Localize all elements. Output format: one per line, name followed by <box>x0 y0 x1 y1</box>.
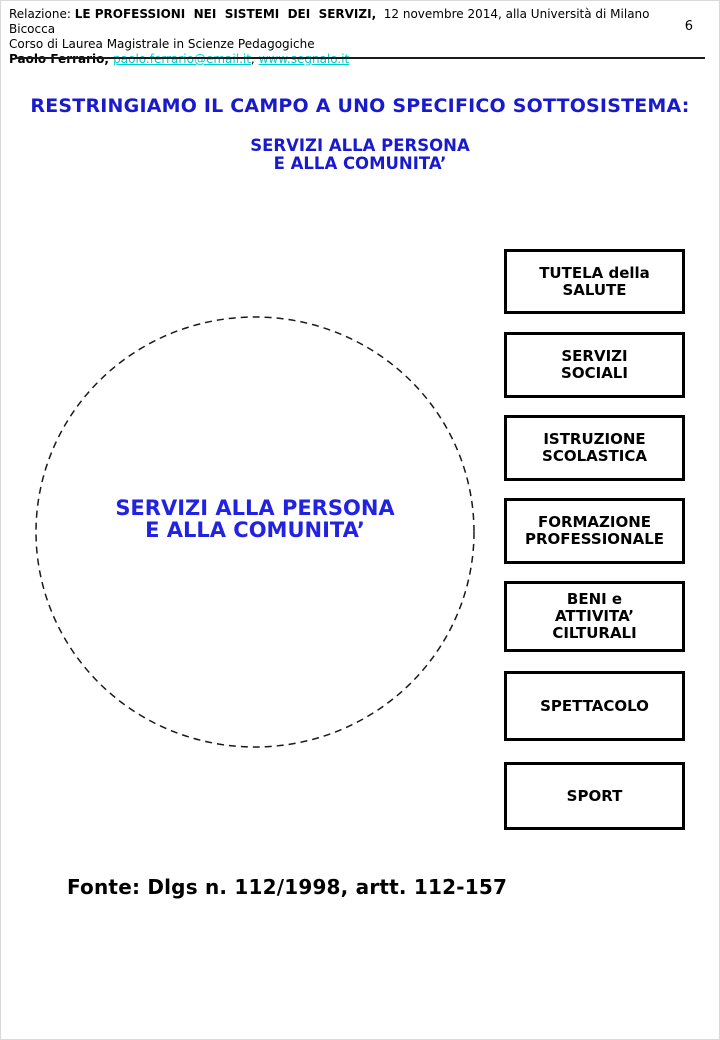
sector-box-sport: SPORT <box>504 762 685 830</box>
header-report-title: LE PROFESSIONI NEI SISTEMI DEI SERVIZI, <box>74 7 377 21</box>
email-link[interactable]: paolo.ferrario@email.it <box>113 52 251 66</box>
header-line-1: Relazione: LE PROFESSIONI NEI SISTEMI DE… <box>9 7 679 37</box>
dashed-circle-icon <box>35 316 475 748</box>
sector-label: FORMAZIONE PROFESSIONALE <box>524 513 665 548</box>
slide-subtitle: SERVIZI ALLA PERSONA E ALLA COMUNITA’ <box>250 136 470 173</box>
header-relazione-prefix: Relazione: <box>9 7 75 21</box>
header-event-info: 12 novembre 2014, alla Università di Mil… <box>9 7 654 36</box>
sector-box-servizi-sociali: SERVIZI SOCIALI <box>504 332 685 398</box>
sector-box-formazione-professionale: FORMAZIONE PROFESSIONALE <box>504 498 685 564</box>
website-link[interactable]: www.segnalo.it <box>258 52 350 66</box>
page-number: 6 <box>684 19 693 34</box>
source-note: Fonte: Dlgs n. 112/1998, artt. 112-157 <box>67 875 508 899</box>
sector-box-beni-attivita-culturali: BENI e ATTIVITA’ CILTURALI <box>504 581 685 652</box>
link-separator: , <box>250 52 259 66</box>
sector-box-tutela-salute: TUTELA della SALUTE <box>504 249 685 314</box>
slide-header: Relazione: LE PROFESSIONI NEI SISTEMI DE… <box>9 7 679 67</box>
sector-label: TUTELA della SALUTE <box>539 263 650 299</box>
sector-label: SPORT <box>566 786 623 805</box>
sector-label: SERVIZI SOCIALI <box>561 347 628 382</box>
header-line-3: Paolo Ferrario, paolo.ferrario@email.it,… <box>9 52 679 67</box>
slide-title: RESTRINGIAMO IL CAMPO A UNO SPECIFICO SO… <box>30 95 690 117</box>
sector-label: BENI e ATTIVITA’ CILTURALI <box>552 590 637 642</box>
header-divider <box>15 57 705 59</box>
header-line-2: Corso di Laurea Magistrale in Scienze Pe… <box>9 37 315 51</box>
sector-label: SPETTACOLO <box>540 696 649 715</box>
circle-label: SERVIZI ALLA PERSONA E ALLA COMUNITA’ <box>115 496 395 542</box>
header-author-name: Paolo Ferrario, <box>9 52 114 66</box>
sector-label: ISTRUZIONE SCOLASTICA <box>542 430 647 465</box>
sector-box-spettacolo: SPETTACOLO <box>504 671 685 741</box>
sector-box-istruzione-scolastica: ISTRUZIONE SCOLASTICA <box>504 415 685 481</box>
